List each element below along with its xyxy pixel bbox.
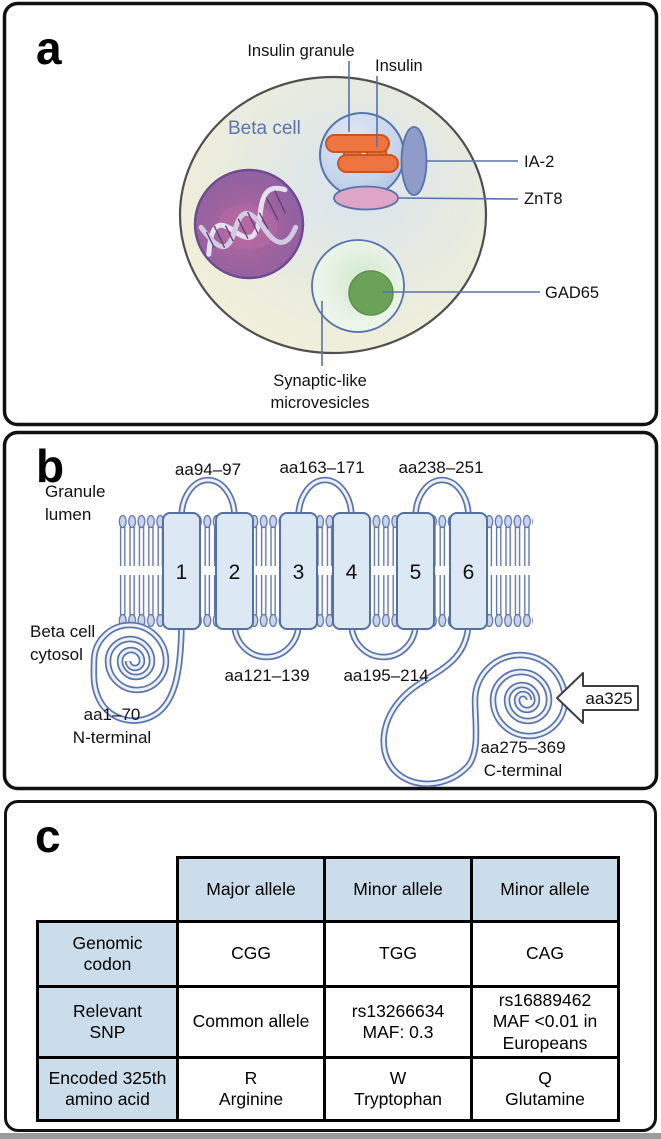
col-header-major-allele: Major allele [176, 856, 326, 923]
row-label-encoded-amino-acid: Encoded 325th amino acid [36, 1056, 179, 1123]
nucleus [193, 168, 305, 280]
table-cell: Q Glutamine [470, 1056, 620, 1123]
panel-a: a [2, 1, 659, 427]
tm-domain-numbers: 1 2 3 4 5 6 [176, 561, 475, 584]
svg-text:4: 4 [346, 561, 358, 584]
tm-domains [162, 512, 488, 630]
table-row: Relevant SNP Common allele rs13266634 MA… [36, 984, 620, 1060]
insulin-crystal [325, 134, 399, 173]
insulin-label: Insulin [375, 57, 423, 75]
snp-table: Major allele Minor allele Minor allele G… [36, 856, 620, 1123]
table-cell: rs13266634 MAF: 0.3 [323, 984, 473, 1060]
c-terminal-label-line1: aa275–369 [480, 738, 565, 757]
table-header-row: Major allele Minor allele Minor allele [37, 856, 620, 923]
znt8-protein [333, 185, 399, 211]
col-header-minor-allele2: Minor allele [470, 856, 620, 923]
table-cell: CAG [470, 920, 620, 988]
loop-label-aa94-97: aa94–97 [175, 460, 241, 479]
lumen-label-line1: Granule [45, 482, 105, 501]
table-cell: rs16889462 MAF <0.01 in Europeans [470, 984, 620, 1060]
loop-label-aa163-171: aa163–171 [279, 458, 364, 477]
figure-bottom-edge [0, 1133, 661, 1139]
panel-b: b 1 2 3 [2, 430, 659, 791]
leader-lines [321, 61, 540, 366]
c-terminal-label-line2: C-terminal [484, 761, 562, 780]
insulin-granule-label: Insulin granule [247, 42, 354, 60]
n-terminal-label-line1: aa1–70 [84, 705, 141, 724]
svg-text:5: 5 [410, 561, 422, 584]
dna-helix-icon [198, 185, 299, 257]
svg-text:6: 6 [463, 561, 475, 584]
slmv-label-line1: Synaptic-like [273, 372, 367, 390]
panel-c: c Major allele Minor allele Minor allele… [4, 800, 657, 1132]
znt8-label: ZnT8 [524, 190, 563, 208]
n-terminal-label-line2: N-terminal [73, 728, 151, 747]
svg-text:2: 2 [229, 561, 241, 584]
svg-text:1: 1 [176, 561, 188, 584]
table-cell: CGG [176, 920, 326, 988]
table-row: Genomic codon CGG TGG CAG [36, 920, 620, 988]
slmv-label-line2: microvesicles [270, 394, 369, 412]
row-label-relevant-snp: Relevant SNP [36, 984, 179, 1060]
loop-label-aa121-139: aa121–139 [224, 666, 309, 685]
beta-cell-label: Beta cell [228, 118, 301, 139]
loop-label-aa195-214: aa195–214 [343, 666, 428, 685]
gad65-protein [348, 270, 394, 316]
table-cell: TGG [323, 920, 473, 988]
panel-a-letter: a [36, 22, 62, 74]
aa325-arrow-label: aa325 [585, 689, 632, 708]
lumen-label-line2: lumen [45, 505, 91, 524]
ia2-protein [400, 126, 428, 196]
cytosol-label-line1: Beta cell [30, 622, 95, 641]
table-cell: W Tryptophan [323, 1056, 473, 1123]
aa325-arrow-icon [556, 672, 639, 724]
table-cell: Common allele [176, 984, 326, 1060]
cytosol-label-line2: cytosol [30, 645, 83, 664]
gad65-label: GAD65 [545, 284, 599, 302]
panel-b-letter: b [36, 440, 64, 492]
loop-label-aa238-251: aa238–251 [398, 458, 483, 477]
panel-c-letter: c [35, 810, 61, 862]
col-header-minor-allele1: Minor allele [323, 856, 473, 923]
table-cell: R Arginine [176, 1056, 326, 1123]
table-corner-cell [37, 857, 178, 922]
ia2-label: IA-2 [524, 153, 554, 171]
svg-text:3: 3 [293, 561, 305, 584]
table-row: Encoded 325th amino acid R Arginine W Tr… [36, 1056, 620, 1123]
row-label-genomic-codon: Genomic codon [36, 920, 179, 988]
